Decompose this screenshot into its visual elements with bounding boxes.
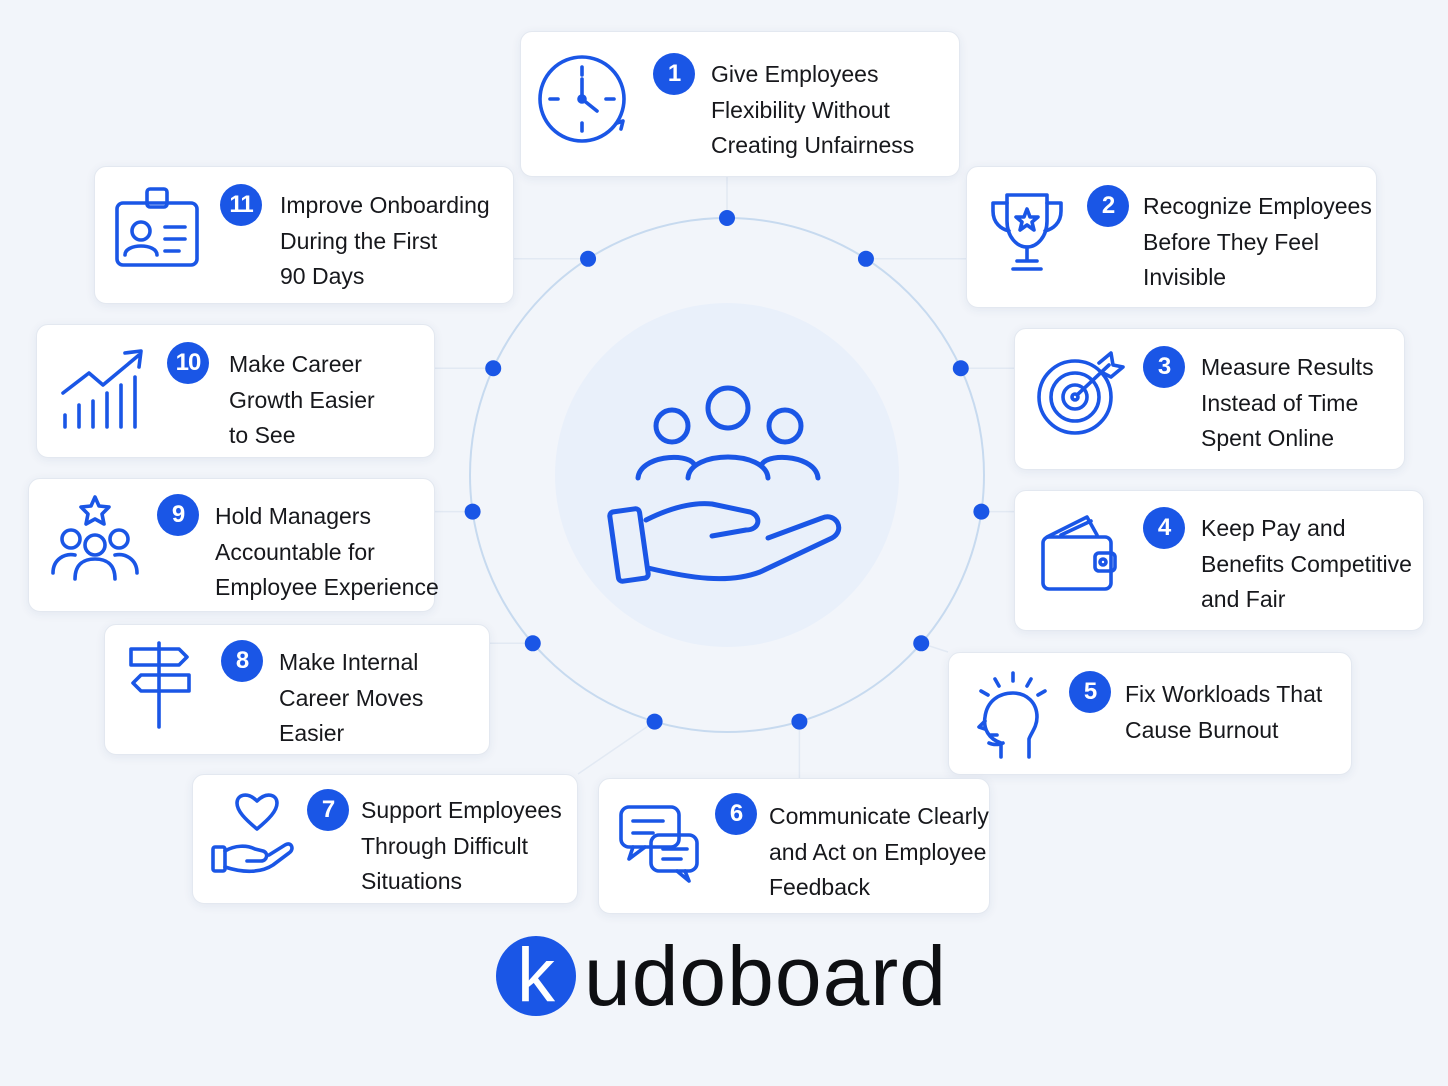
number-badge: 3 <box>1143 346 1185 388</box>
trophy-icon <box>985 187 1081 283</box>
wallet-icon <box>1035 511 1131 607</box>
item-title-line: Through Difficult <box>361 832 529 859</box>
item-title-line: Invisible <box>1143 264 1227 290</box>
number-badge: 1 <box>653 53 695 95</box>
number-badge: 5 <box>1069 671 1111 713</box>
logo-k-circle: k <box>496 936 576 1016</box>
growth-chart-icon <box>55 343 151 439</box>
number-badge: 11 <box>220 184 262 226</box>
head-stress-icon <box>971 669 1067 765</box>
connector-dot <box>719 210 735 226</box>
number-badge: 4 <box>1143 507 1185 549</box>
kudoboard-logo: k udoboard <box>494 929 964 1032</box>
item-title-line: Measure Results <box>1201 354 1374 380</box>
item-title-line: Improve Onboarding <box>280 192 490 218</box>
item-title-line: Benefits Competitive <box>1201 550 1412 577</box>
chat-bubbles-icon <box>615 801 711 897</box>
team-star-icon <box>47 493 143 589</box>
item-title-line: Career Moves <box>279 684 424 711</box>
target-icon <box>1033 349 1129 445</box>
item-title-line: Make Career <box>229 351 362 377</box>
connector-dot <box>857 250 874 267</box>
id-badge-icon <box>111 185 207 281</box>
number-badge: 8 <box>221 640 263 682</box>
connector-dot <box>485 360 502 377</box>
item-title-line: Feedback <box>769 874 871 900</box>
item-title-line: Easier <box>279 720 345 746</box>
logo-wordmark: udoboard <box>584 929 947 1023</box>
item-title-line: to See <box>229 422 296 448</box>
item-title-line: and Act on Employee <box>769 838 987 865</box>
connector-dot <box>524 635 541 652</box>
hub-circle <box>555 303 899 647</box>
item-title-line: Accountable for <box>215 538 375 565</box>
item-title-line: Support Employees <box>361 797 562 823</box>
connector-line <box>577 720 656 775</box>
connector-dot <box>791 713 808 730</box>
item-title-line: Flexibility Without <box>711 96 890 123</box>
connector-dot <box>952 360 969 377</box>
item-title-line: Give Employees <box>711 61 879 87</box>
heart-hand-icon <box>207 789 303 885</box>
item-title-line: Instead of Time <box>1201 389 1359 416</box>
signpost-icon <box>119 639 215 735</box>
item-title-line: Keep Pay and <box>1201 515 1346 541</box>
item-title-line: Employee Experience <box>215 574 439 600</box>
item-title-line: 90 Days <box>280 263 365 289</box>
number-badge: 2 <box>1087 185 1129 227</box>
connector-dot <box>580 250 597 267</box>
number-badge: 10 <box>167 342 209 384</box>
number-badge: 6 <box>715 793 757 835</box>
item-title-line: Communicate Clearly <box>769 803 989 829</box>
clock-icon <box>537 51 633 147</box>
item-title-line: and Fair <box>1201 586 1286 612</box>
number-badge: 7 <box>307 789 349 831</box>
item-title-line: Cause Burnout <box>1125 716 1279 743</box>
item-title-line: Creating Unfairness <box>711 132 915 158</box>
item-title-line: Situations <box>361 868 463 894</box>
item-title-line: Recognize Employees <box>1143 193 1372 219</box>
connector-dot <box>646 713 663 730</box>
number-badge: 9 <box>157 494 199 536</box>
item-title-line: Spent Online <box>1201 425 1334 451</box>
hand-holding-people-icon <box>600 380 850 605</box>
item-title-line: Before They Feel <box>1143 228 1320 255</box>
item-title-line: Make Internal <box>279 649 419 675</box>
item-title-line: Hold Managers <box>215 503 371 529</box>
connector-dot <box>973 503 990 520</box>
item-title-line: Fix Workloads That <box>1125 681 1323 707</box>
item-title-line: During the First <box>280 227 438 254</box>
connector-dot <box>464 503 481 520</box>
connector-dot <box>913 635 930 652</box>
item-title-line: Growth Easier <box>229 386 375 413</box>
